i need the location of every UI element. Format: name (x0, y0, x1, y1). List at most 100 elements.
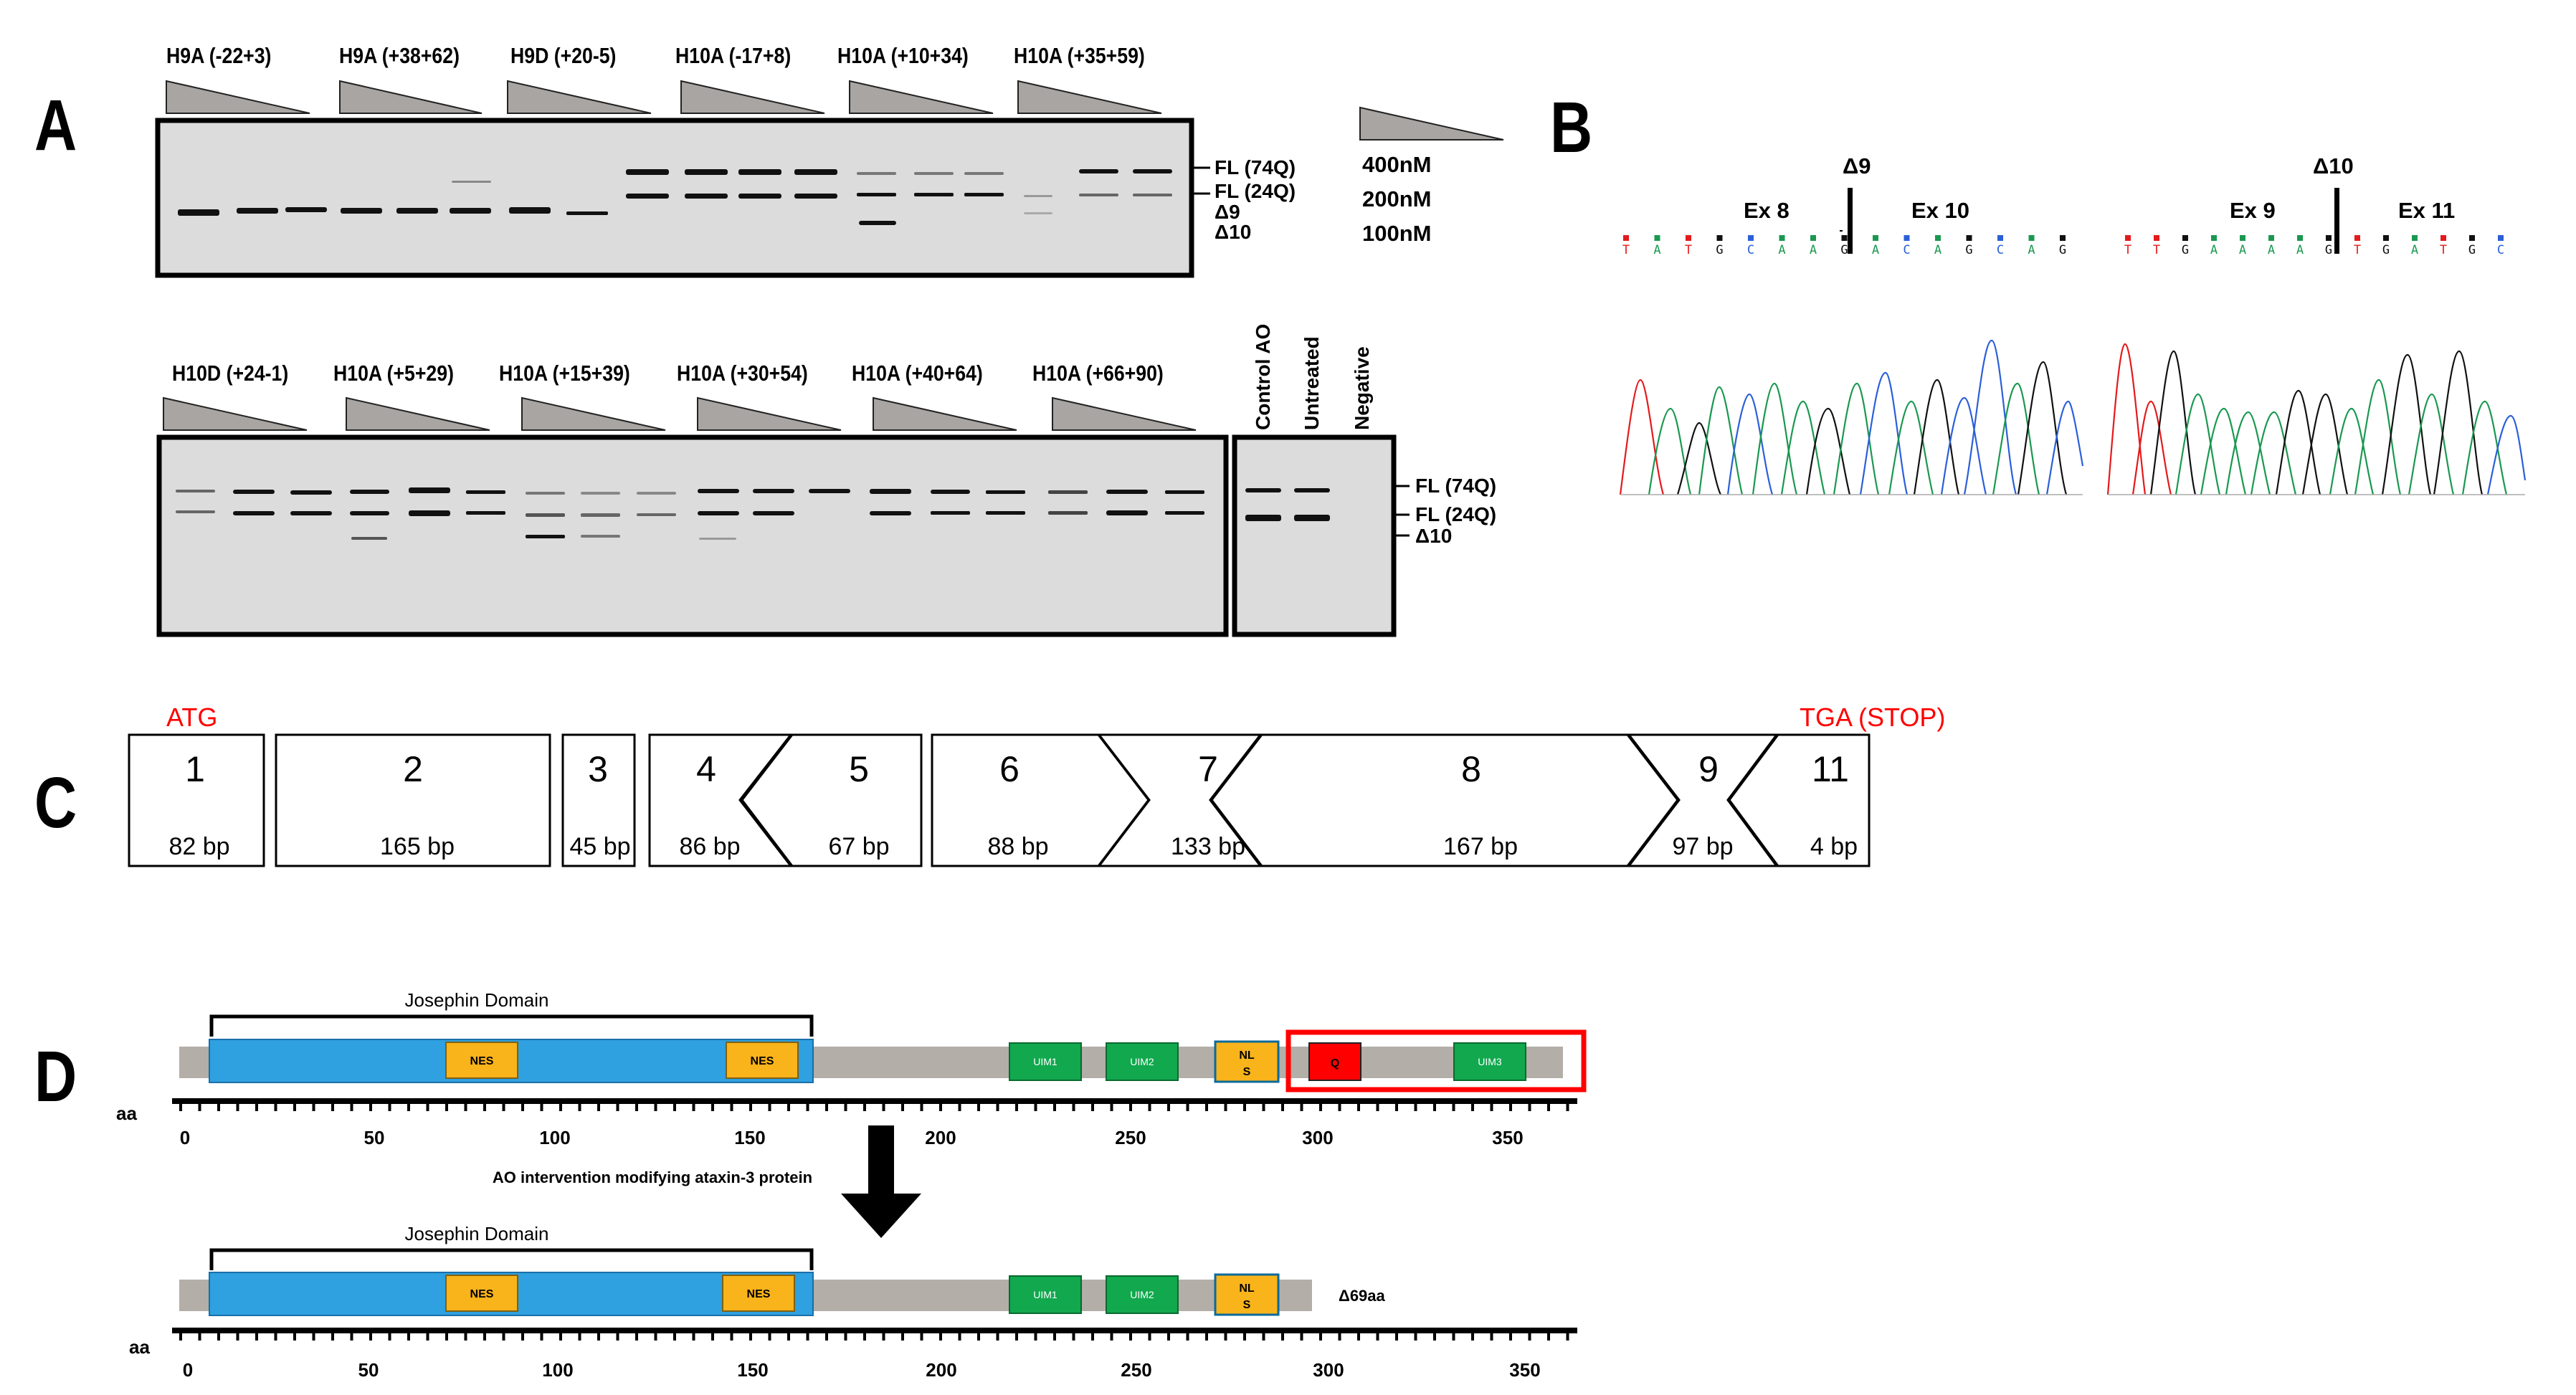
concentration-label: 100nM (1362, 221, 1432, 246)
concentration-wedge (339, 80, 483, 114)
base-call-letter: T (1685, 243, 1692, 257)
lane-label: H9A (-22+3) (166, 43, 272, 68)
axis-tick (1148, 1104, 1151, 1111)
axis-tick (730, 1104, 733, 1111)
axis-tick (1395, 1104, 1398, 1111)
axis-tick (996, 1104, 999, 1111)
axis-tick (407, 1104, 410, 1111)
start-codon-label: ATG (166, 703, 217, 732)
axis-tick (1490, 1333, 1493, 1341)
axis-tick-label: 350 (1509, 1359, 1540, 1381)
axis-tick (331, 1333, 334, 1341)
exon-11 (1728, 733, 1871, 867)
nls-box (1214, 1273, 1280, 1316)
base-call-marker (2211, 235, 2217, 241)
axis-tick (958, 1104, 961, 1111)
axis-tick-label: 150 (737, 1359, 768, 1381)
base-call-marker (1623, 235, 1629, 241)
intervention-caption: AO intervention modifying ataxin-3 prote… (493, 1168, 812, 1186)
concentration-wedge (521, 396, 666, 431)
axis-tick (730, 1333, 733, 1341)
axis-tick (597, 1333, 600, 1341)
axis-tick (350, 1333, 353, 1341)
axis-tick (939, 1333, 942, 1341)
base-call-marker (1716, 235, 1723, 241)
concentration-legend-wedge (1359, 106, 1504, 141)
axis-tick (635, 1104, 638, 1111)
axis-tick (597, 1104, 600, 1111)
exon-size: 86 bp (679, 833, 740, 860)
base-call-marker (2469, 235, 2475, 241)
concentration-label: 200nM (1362, 186, 1432, 211)
concentration-wedge (873, 396, 1017, 431)
concentration-wedge (849, 80, 994, 114)
axis-tick (540, 1333, 543, 1341)
axis-tick (369, 1104, 372, 1111)
axis-tick (445, 1333, 448, 1341)
axis-tick (217, 1333, 220, 1341)
axis-tick (1186, 1333, 1189, 1341)
control-gel (1232, 434, 1397, 637)
axis-tick (1300, 1104, 1303, 1111)
uim1-box (1009, 1042, 1082, 1081)
axis-tick (198, 1333, 201, 1341)
axis-tick (1300, 1333, 1303, 1341)
base-call-letter: T (1622, 243, 1630, 257)
axis-tick (1357, 1104, 1360, 1111)
base-call-letter: C (2497, 243, 2504, 257)
axis-tick (654, 1333, 657, 1341)
axis-tick (1224, 1104, 1227, 1111)
base-call-marker (1810, 235, 1816, 241)
exon-number: 3 (588, 749, 608, 789)
axis-tick (1471, 1104, 1474, 1111)
axis-tick (426, 1104, 429, 1111)
axis-tick (179, 1333, 182, 1341)
axis-tick (1338, 1333, 1341, 1341)
axis-tick (768, 1333, 771, 1341)
junction-label: Δ9 (1843, 153, 1871, 178)
axis-tick (464, 1104, 467, 1111)
base-call-marker (1997, 235, 2003, 241)
axis-tick (616, 1333, 619, 1341)
control-lane-label: Control AO (1252, 323, 1274, 430)
exon-label: Ex 11 (2398, 198, 2456, 223)
axis-tick (274, 1104, 277, 1111)
axis-tick (1091, 1333, 1094, 1341)
base-call-marker (2383, 235, 2389, 241)
axis-tick (1281, 1333, 1284, 1341)
exon-number: 6 (999, 749, 1020, 789)
exon-4 (648, 733, 794, 867)
axis-tick (1262, 1104, 1265, 1111)
axis-tick (825, 1104, 828, 1111)
lane-label: H10A (+35+59) (1014, 43, 1145, 68)
axis-tick (1034, 1333, 1037, 1341)
axis-tick (1566, 1104, 1569, 1111)
base-call-marker (1873, 235, 1878, 241)
axis-tick (635, 1333, 638, 1341)
axis-tick (369, 1333, 372, 1341)
base-call-marker (1904, 235, 1910, 241)
axis-tick (521, 1104, 524, 1111)
josephin-bracket (209, 1014, 814, 1037)
axis-tick (1186, 1104, 1189, 1111)
axis-tick (787, 1104, 790, 1111)
base-call-letter: A (2210, 243, 2218, 257)
base-call-letter: G (2468, 243, 2476, 257)
base-call-letter: T (2440, 243, 2447, 257)
axis-tick (1015, 1104, 1018, 1111)
axis-tick-label: 0 (180, 1127, 190, 1148)
band-label: Δ10 (1415, 525, 1453, 547)
josephin-domain-label: Josephin Domain (405, 989, 549, 1011)
axis-tick (312, 1333, 315, 1341)
axis-tick (559, 1104, 562, 1111)
nls-label: NL (1239, 1049, 1255, 1062)
base-call-letter: A (2028, 243, 2035, 257)
axis-tick (863, 1333, 866, 1341)
base-call-marker (2440, 235, 2446, 241)
axis-tick (331, 1104, 334, 1111)
uim3-label: UIM3 (1478, 1056, 1502, 1067)
uim2-box (1106, 1275, 1179, 1314)
axis-tick (749, 1104, 752, 1111)
base-call-letter: G (1716, 243, 1723, 257)
